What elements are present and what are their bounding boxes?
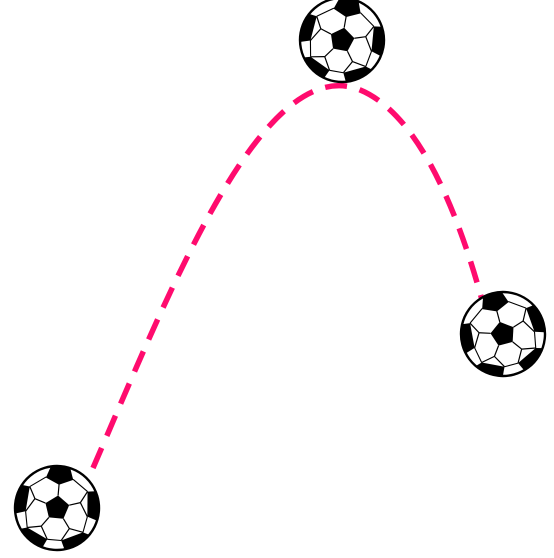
soccer-ball-icon — [293, 0, 390, 89]
dashed-trajectory-line — [93, 86, 482, 468]
soccer-ball-icon — [452, 283, 554, 386]
soccer-ball-icon — [11, 462, 102, 553]
